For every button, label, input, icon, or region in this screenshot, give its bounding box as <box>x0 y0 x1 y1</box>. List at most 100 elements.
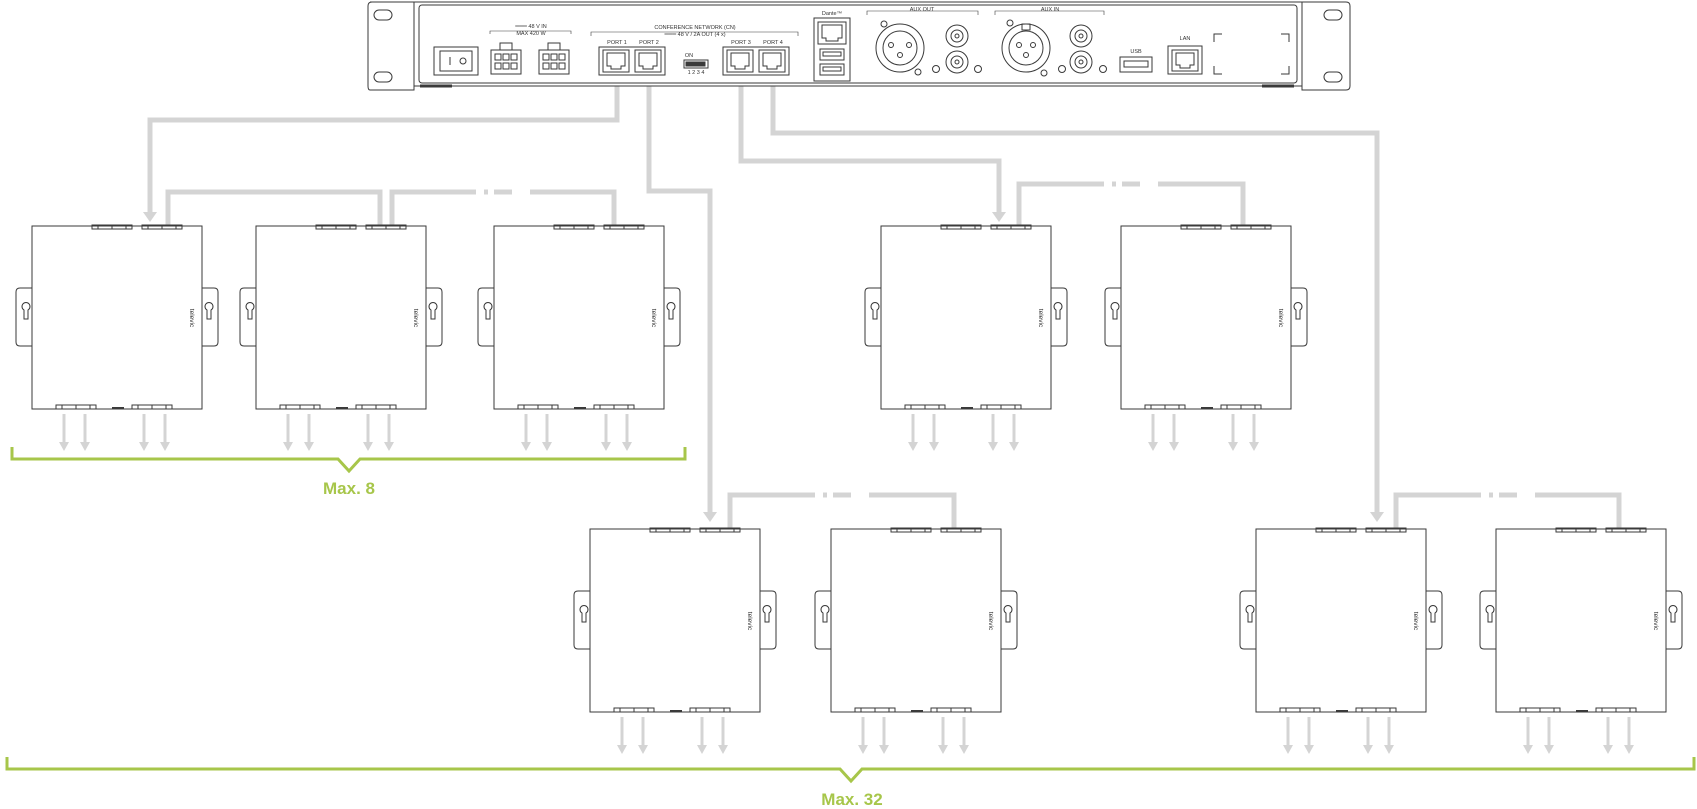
down-arrow-icon <box>1228 414 1238 451</box>
unit-body <box>1495 528 1667 713</box>
keyhole-icon <box>1428 605 1438 623</box>
bracket-max-8 <box>10 447 687 474</box>
unit-brand-label: televic <box>412 309 419 328</box>
down-arrow-icon <box>160 414 170 451</box>
unit-brand-label: televic <box>650 309 657 328</box>
mounting-tab-right <box>1051 287 1068 347</box>
cable-arrow-icon <box>143 212 157 222</box>
rack-labels: ═══ 48 V IN MAX 420 W CONFERENCE NETWORK… <box>514 7 1190 76</box>
usb-label: USB <box>1130 49 1142 55</box>
cable-arrow-icon <box>992 212 1006 222</box>
mounting-tab-left <box>573 590 590 650</box>
dante-rj45-port-icon <box>817 21 847 45</box>
unit-body <box>830 528 1002 713</box>
aux-out-label: AUX OUT <box>910 7 935 13</box>
usb-port-icon <box>1119 56 1153 73</box>
power-connector-icon <box>538 42 570 75</box>
cable-line <box>727 492 815 528</box>
cable-arrow-icon <box>703 512 717 522</box>
unit-brand-label: televic <box>746 612 753 631</box>
unit-body <box>1120 225 1292 410</box>
down-arrow-icon <box>929 414 939 451</box>
unit-brand-label: televic <box>1652 612 1659 631</box>
mounting-tab-left <box>15 287 32 347</box>
unit-body <box>255 225 427 410</box>
dante-usb-port-icon <box>819 63 845 76</box>
cable-line <box>389 189 476 225</box>
dip-on-label: ON <box>685 53 693 59</box>
conference-unit: televic <box>1104 224 1308 410</box>
rca-connector-icon <box>945 50 969 74</box>
dip-switch-icon <box>683 59 709 69</box>
down-arrow-icon <box>879 717 889 754</box>
dante-label: Dante™ <box>822 11 842 17</box>
down-arrow-icon <box>959 717 969 754</box>
port2-label: PORT 2 <box>639 40 659 46</box>
cables <box>143 86 1622 528</box>
down-arrow-icon <box>139 414 149 451</box>
mounting-tab-left <box>1104 287 1121 347</box>
down-arrow-icon <box>1523 717 1533 754</box>
keyhole-icon <box>483 302 493 320</box>
down-arrow-icon <box>384 414 394 451</box>
screw-icon <box>1099 65 1107 73</box>
down-arrow-icon <box>304 414 314 451</box>
rj45-port-icon <box>634 49 662 73</box>
down-arrow-icon <box>363 414 373 451</box>
down-arrow-icon <box>908 414 918 451</box>
screw-icon <box>1058 65 1066 73</box>
group-brackets <box>5 447 1696 784</box>
keyhole-icon <box>1053 302 1063 320</box>
down-arrow-icon <box>1009 414 1019 451</box>
cable-line <box>869 492 957 528</box>
power-in-label: ═══ 48 V IN <box>514 24 547 30</box>
rj45-port-icon <box>602 49 630 73</box>
cn-title-label: CONFERENCE NETWORK (CN) <box>654 25 735 31</box>
keyhole-icon <box>245 302 255 320</box>
down-arrow-icon <box>521 414 531 451</box>
down-arrow-icon <box>1169 414 1179 451</box>
conference-unit: televic <box>239 224 443 410</box>
rj45-port-icon <box>726 49 754 73</box>
unit-brand-label: televic <box>1412 612 1419 631</box>
cable-arrow-icon <box>1370 512 1384 522</box>
conference-unit: televic <box>15 224 219 410</box>
rack-body <box>413 1 1303 87</box>
down-arrow-icon <box>1384 717 1394 754</box>
rca-connector-icon <box>1069 24 1093 48</box>
conference-unit: televic <box>1479 527 1683 713</box>
keyhole-icon <box>1668 605 1678 623</box>
bracket-max-32 <box>5 757 1696 784</box>
rack-hole-icon <box>373 71 393 83</box>
unit-body <box>589 528 761 713</box>
down-arrow-icon <box>1304 717 1314 754</box>
keyhole-icon <box>1485 605 1495 623</box>
keyhole-icon <box>820 605 830 623</box>
cable-line <box>530 189 617 225</box>
cable-line <box>1535 492 1622 528</box>
down-arrow-icon <box>718 717 728 754</box>
down-arrow-icon <box>1544 717 1554 754</box>
rack-hole-icon <box>373 9 393 21</box>
port-block-cn-3-4 <box>722 46 790 76</box>
mounting-tab-left <box>477 287 494 347</box>
xlr-female-connector-icon <box>1001 19 1051 77</box>
screw-icon <box>974 65 982 73</box>
mounting-tab-left <box>814 590 831 650</box>
power-connector-icon <box>490 42 522 75</box>
dante-usb-port-icon <box>819 48 845 61</box>
mounting-tab-left <box>239 287 256 347</box>
keyhole-icon <box>666 302 676 320</box>
keyhole-icon <box>762 605 772 623</box>
rack-ear-left <box>367 1 415 91</box>
xlr-male-connector-icon <box>875 20 925 76</box>
port4-label: PORT 4 <box>763 40 783 46</box>
mounting-tab-left <box>1239 590 1256 650</box>
down-arrow-icon <box>858 717 868 754</box>
mounting-tab-left <box>1479 590 1496 650</box>
keyhole-icon <box>1003 605 1013 623</box>
dip-numbers-label: 1 2 3 4 <box>688 70 705 76</box>
cable-line <box>1158 181 1246 225</box>
rack-ear-right <box>1301 1 1351 91</box>
cable-line <box>646 86 713 512</box>
